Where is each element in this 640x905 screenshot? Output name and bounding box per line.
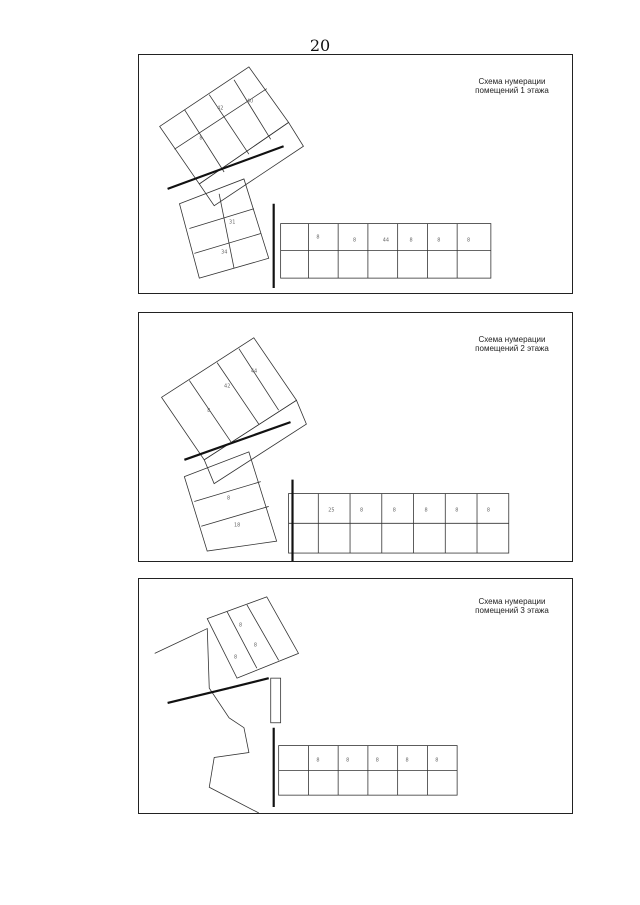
plan-caption-2: Схема нумерации помещений 2 этажа	[457, 335, 567, 353]
svg-text:8: 8	[316, 757, 319, 763]
svg-text:8: 8	[353, 237, 356, 243]
svg-text:34: 34	[221, 249, 227, 255]
floor-plan-3: 8 8 8 8 8 8 8 8 Схема нумерации помещений 3 э…	[138, 578, 573, 814]
svg-text:8: 8	[487, 507, 490, 513]
svg-text:8: 8	[393, 507, 396, 513]
floor-plan-1-drawing: 42 40 8 31 34 8 8 44 8 8 8	[159, 66, 492, 289]
plan-caption-3-line2: помещений 3 этажа	[475, 606, 549, 615]
floor-plan-3-drawing: 8 8 8 8 8 8 8 8	[154, 596, 458, 813]
svg-text:8: 8	[254, 642, 257, 648]
plan-caption-3-line1: Схема нумерации	[478, 597, 546, 606]
page-number: 20	[309, 36, 331, 55]
svg-text:8: 8	[424, 507, 427, 513]
plan-caption-2-line2: помещений 2 этажа	[475, 344, 549, 353]
floor-plan-2: 42 44 8 8 18 25 8 8 8 8 8 Схема нумерации помещ…	[138, 312, 573, 562]
floor-plan-1: 42 40 8 31 34 8 8 44 8 8 8 Схема нумерации поме…	[138, 54, 573, 294]
svg-text:8: 8	[455, 507, 458, 513]
svg-text:44: 44	[383, 237, 389, 243]
plan-caption-1: Схема нумерации помещений 1 этажа	[457, 77, 567, 95]
floor-plan-2-drawing: 42 44 8 8 18 25 8 8 8 8 8	[161, 337, 510, 561]
svg-text:8: 8	[435, 757, 438, 763]
plan-caption-1-line2: помещений 1 этажа	[475, 86, 549, 95]
svg-text:8: 8	[316, 234, 319, 240]
svg-text:8: 8	[207, 408, 210, 414]
svg-text:44: 44	[251, 369, 257, 375]
svg-text:8: 8	[437, 237, 440, 243]
plan-caption-3: Схема нумерации помещений 3 этажа	[457, 597, 567, 615]
svg-text:8: 8	[360, 507, 363, 513]
svg-text:40: 40	[247, 99, 253, 105]
svg-text:8: 8	[467, 237, 470, 243]
svg-text:18: 18	[234, 522, 240, 528]
svg-text:25: 25	[328, 507, 334, 513]
svg-text:8: 8	[406, 757, 409, 763]
plan-caption-2-line1: Схема нумерации	[478, 335, 546, 344]
svg-text:8: 8	[410, 237, 413, 243]
plan-caption-1-line1: Схема нумерации	[478, 77, 546, 86]
svg-text:31: 31	[229, 220, 235, 226]
svg-text:8: 8	[227, 495, 230, 501]
svg-text:8: 8	[234, 654, 237, 660]
svg-text:8: 8	[199, 135, 202, 141]
svg-text:42: 42	[217, 106, 223, 112]
svg-text:42: 42	[224, 383, 230, 389]
svg-text:8: 8	[239, 623, 242, 629]
svg-text:8: 8	[376, 757, 379, 763]
svg-text:8: 8	[346, 757, 349, 763]
